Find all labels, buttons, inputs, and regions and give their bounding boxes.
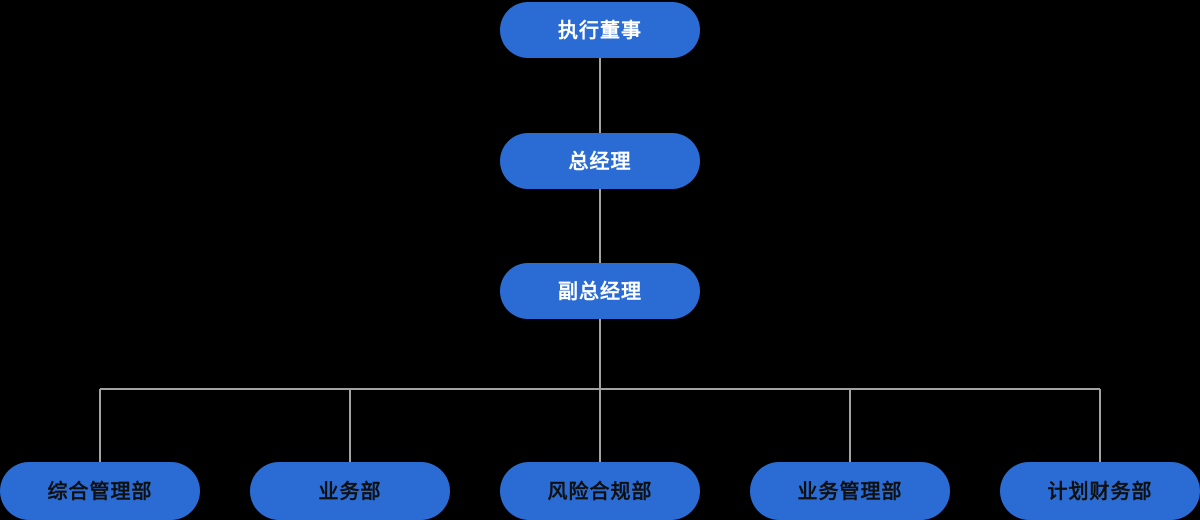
node-general-manager-label: 总经理 bbox=[568, 149, 632, 173]
node-deputy-general-manager[interactable]: 副总经理 bbox=[500, 263, 700, 319]
node-department[interactable]: 风险合规部 bbox=[500, 462, 700, 520]
node-department[interactable]: 综合管理部 bbox=[0, 462, 200, 520]
node-department-label: 风险合规部 bbox=[547, 479, 653, 503]
node-general-manager[interactable]: 总经理 bbox=[500, 133, 700, 189]
node-department-label: 业务管理部 bbox=[797, 479, 903, 503]
node-department-label: 计划财务部 bbox=[1047, 479, 1153, 503]
node-department-label: 综合管理部 bbox=[47, 479, 153, 503]
node-executive-director-label: 执行董事 bbox=[558, 18, 642, 42]
node-department[interactable]: 业务部 bbox=[250, 462, 450, 520]
node-executive-director[interactable]: 执行董事 bbox=[500, 2, 700, 58]
node-deputy-general-manager-label: 副总经理 bbox=[558, 279, 642, 303]
node-department[interactable]: 计划财务部 bbox=[1000, 462, 1200, 520]
node-department[interactable]: 业务管理部 bbox=[750, 462, 950, 520]
node-department-label: 业务部 bbox=[318, 479, 382, 503]
